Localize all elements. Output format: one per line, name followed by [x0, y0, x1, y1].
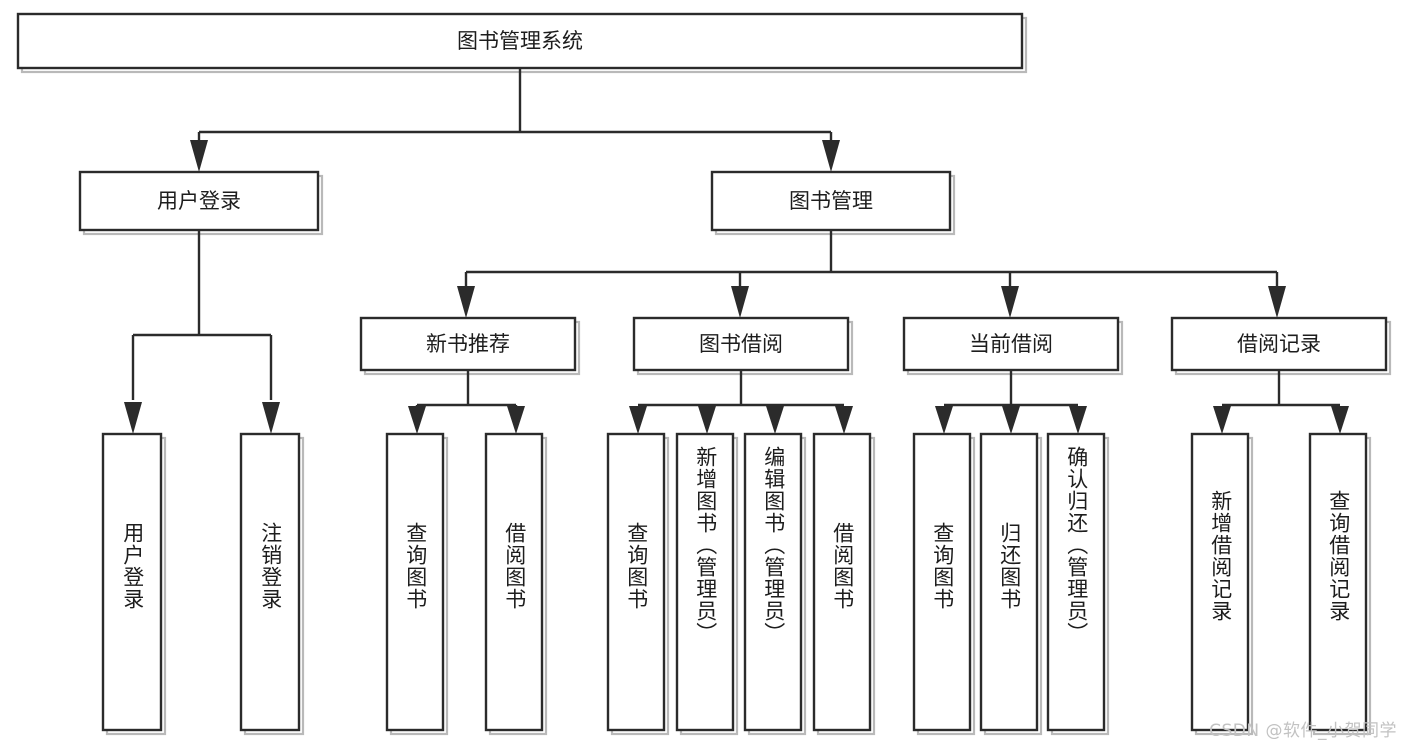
arrow-currentborrow-leaf3 — [1069, 406, 1087, 434]
node-leaf-query-borrow-record[interactable] — [1308, 432, 1372, 736]
arrow-bookborrow-leaf2 — [698, 406, 716, 434]
node-new-book-recommend[interactable]: 新书推荐 — [359, 316, 581, 376]
node-book-borrow[interactable]: 图书借阅 — [632, 316, 854, 376]
node-leaf-logout-login[interactable] — [239, 432, 305, 736]
arrow-userlogin-leaf1 — [124, 402, 142, 434]
node-leaf-confirm-return-admin[interactable] — [1046, 432, 1110, 736]
leaf-borrow-book-2-box — [812, 432, 872, 732]
leaf-edit-book-admin-box — [743, 432, 803, 732]
arrow-to-bookmgmt — [822, 140, 840, 172]
node-leaf-user-login[interactable] — [101, 432, 167, 736]
node-leaf-query-book-1[interactable] — [385, 432, 449, 736]
arrow-bookborrow-leaf1 — [629, 406, 647, 434]
node-leaf-borrow-book-2[interactable] — [812, 432, 876, 736]
arrow-to-new-book-recommend — [457, 286, 475, 318]
leaf-add-book-admin-box — [675, 432, 735, 732]
arrow-to-userlogin — [190, 140, 208, 172]
node-root-system[interactable]: 图书管理系统 — [16, 12, 1028, 74]
leaf-borrow-book-1-box — [484, 432, 544, 732]
node-leaf-borrow-book-1[interactable] — [484, 432, 548, 736]
leaf-return-book-box — [979, 432, 1039, 732]
arrow-borrowrecord-leaf2 — [1331, 406, 1349, 434]
book-management-box — [710, 170, 952, 232]
leaf-query-book-1-box — [385, 432, 445, 732]
leaf-logout-login-box — [239, 432, 301, 732]
leaf-query-borrow-record-box — [1308, 432, 1368, 732]
borrow-record-label: 借阅记录 — [1237, 332, 1321, 356]
node-borrow-record[interactable]: 借阅记录 — [1170, 316, 1392, 376]
leaf-add-borrow-record-box — [1190, 432, 1250, 732]
current-borrow-box — [902, 316, 1120, 372]
user-login-box — [78, 170, 320, 232]
root-label: 图书管理系统 — [457, 29, 583, 53]
arrow-to-book-borrow — [731, 286, 749, 318]
node-leaf-query-book-3[interactable] — [912, 432, 976, 736]
book-borrow-box — [632, 316, 850, 372]
arrow-bookborrow-leaf3 — [766, 406, 784, 434]
arrow-bookborrow-leaf4 — [835, 406, 853, 434]
leaf-confirm-return-admin-box — [1046, 432, 1106, 732]
book-management-label: 图书管理 — [789, 189, 873, 213]
arrow-currentborrow-leaf2 — [1002, 406, 1020, 434]
node-leaf-add-book-admin[interactable] — [675, 432, 739, 736]
arrow-newbook-leaf1 — [408, 406, 426, 434]
new-book-recommend-label: 新书推荐 — [426, 332, 510, 356]
arrow-to-current-borrow — [1001, 286, 1019, 318]
current-borrow-label: 当前借阅 — [969, 332, 1053, 356]
leaf-user-login-box — [101, 432, 163, 732]
node-leaf-query-book-2[interactable] — [606, 432, 670, 736]
arrow-userlogin-leaf2 — [262, 402, 280, 434]
book-borrow-label: 图书借阅 — [699, 332, 783, 356]
watermark-text: CSDN @软件_小贺同学 — [1209, 721, 1397, 741]
node-book-management[interactable]: 图书管理 — [710, 170, 956, 236]
arrow-to-borrow-record — [1268, 286, 1286, 318]
arrow-borrowrecord-leaf1 — [1213, 406, 1231, 434]
node-current-borrow[interactable]: 当前借阅 — [902, 316, 1124, 376]
arrow-newbook-leaf2 — [507, 406, 525, 434]
user-login-label: 用户登录 — [157, 189, 241, 213]
node-leaf-edit-book-admin[interactable] — [743, 432, 807, 736]
node-leaf-return-book[interactable] — [979, 432, 1043, 736]
arrow-currentborrow-leaf1 — [935, 406, 953, 434]
leaf-query-book-3-box — [912, 432, 972, 732]
node-leaf-add-borrow-record[interactable] — [1190, 432, 1254, 736]
leaf-query-book-2-box — [606, 432, 666, 732]
node-user-login[interactable]: 用户登录 — [78, 170, 324, 236]
